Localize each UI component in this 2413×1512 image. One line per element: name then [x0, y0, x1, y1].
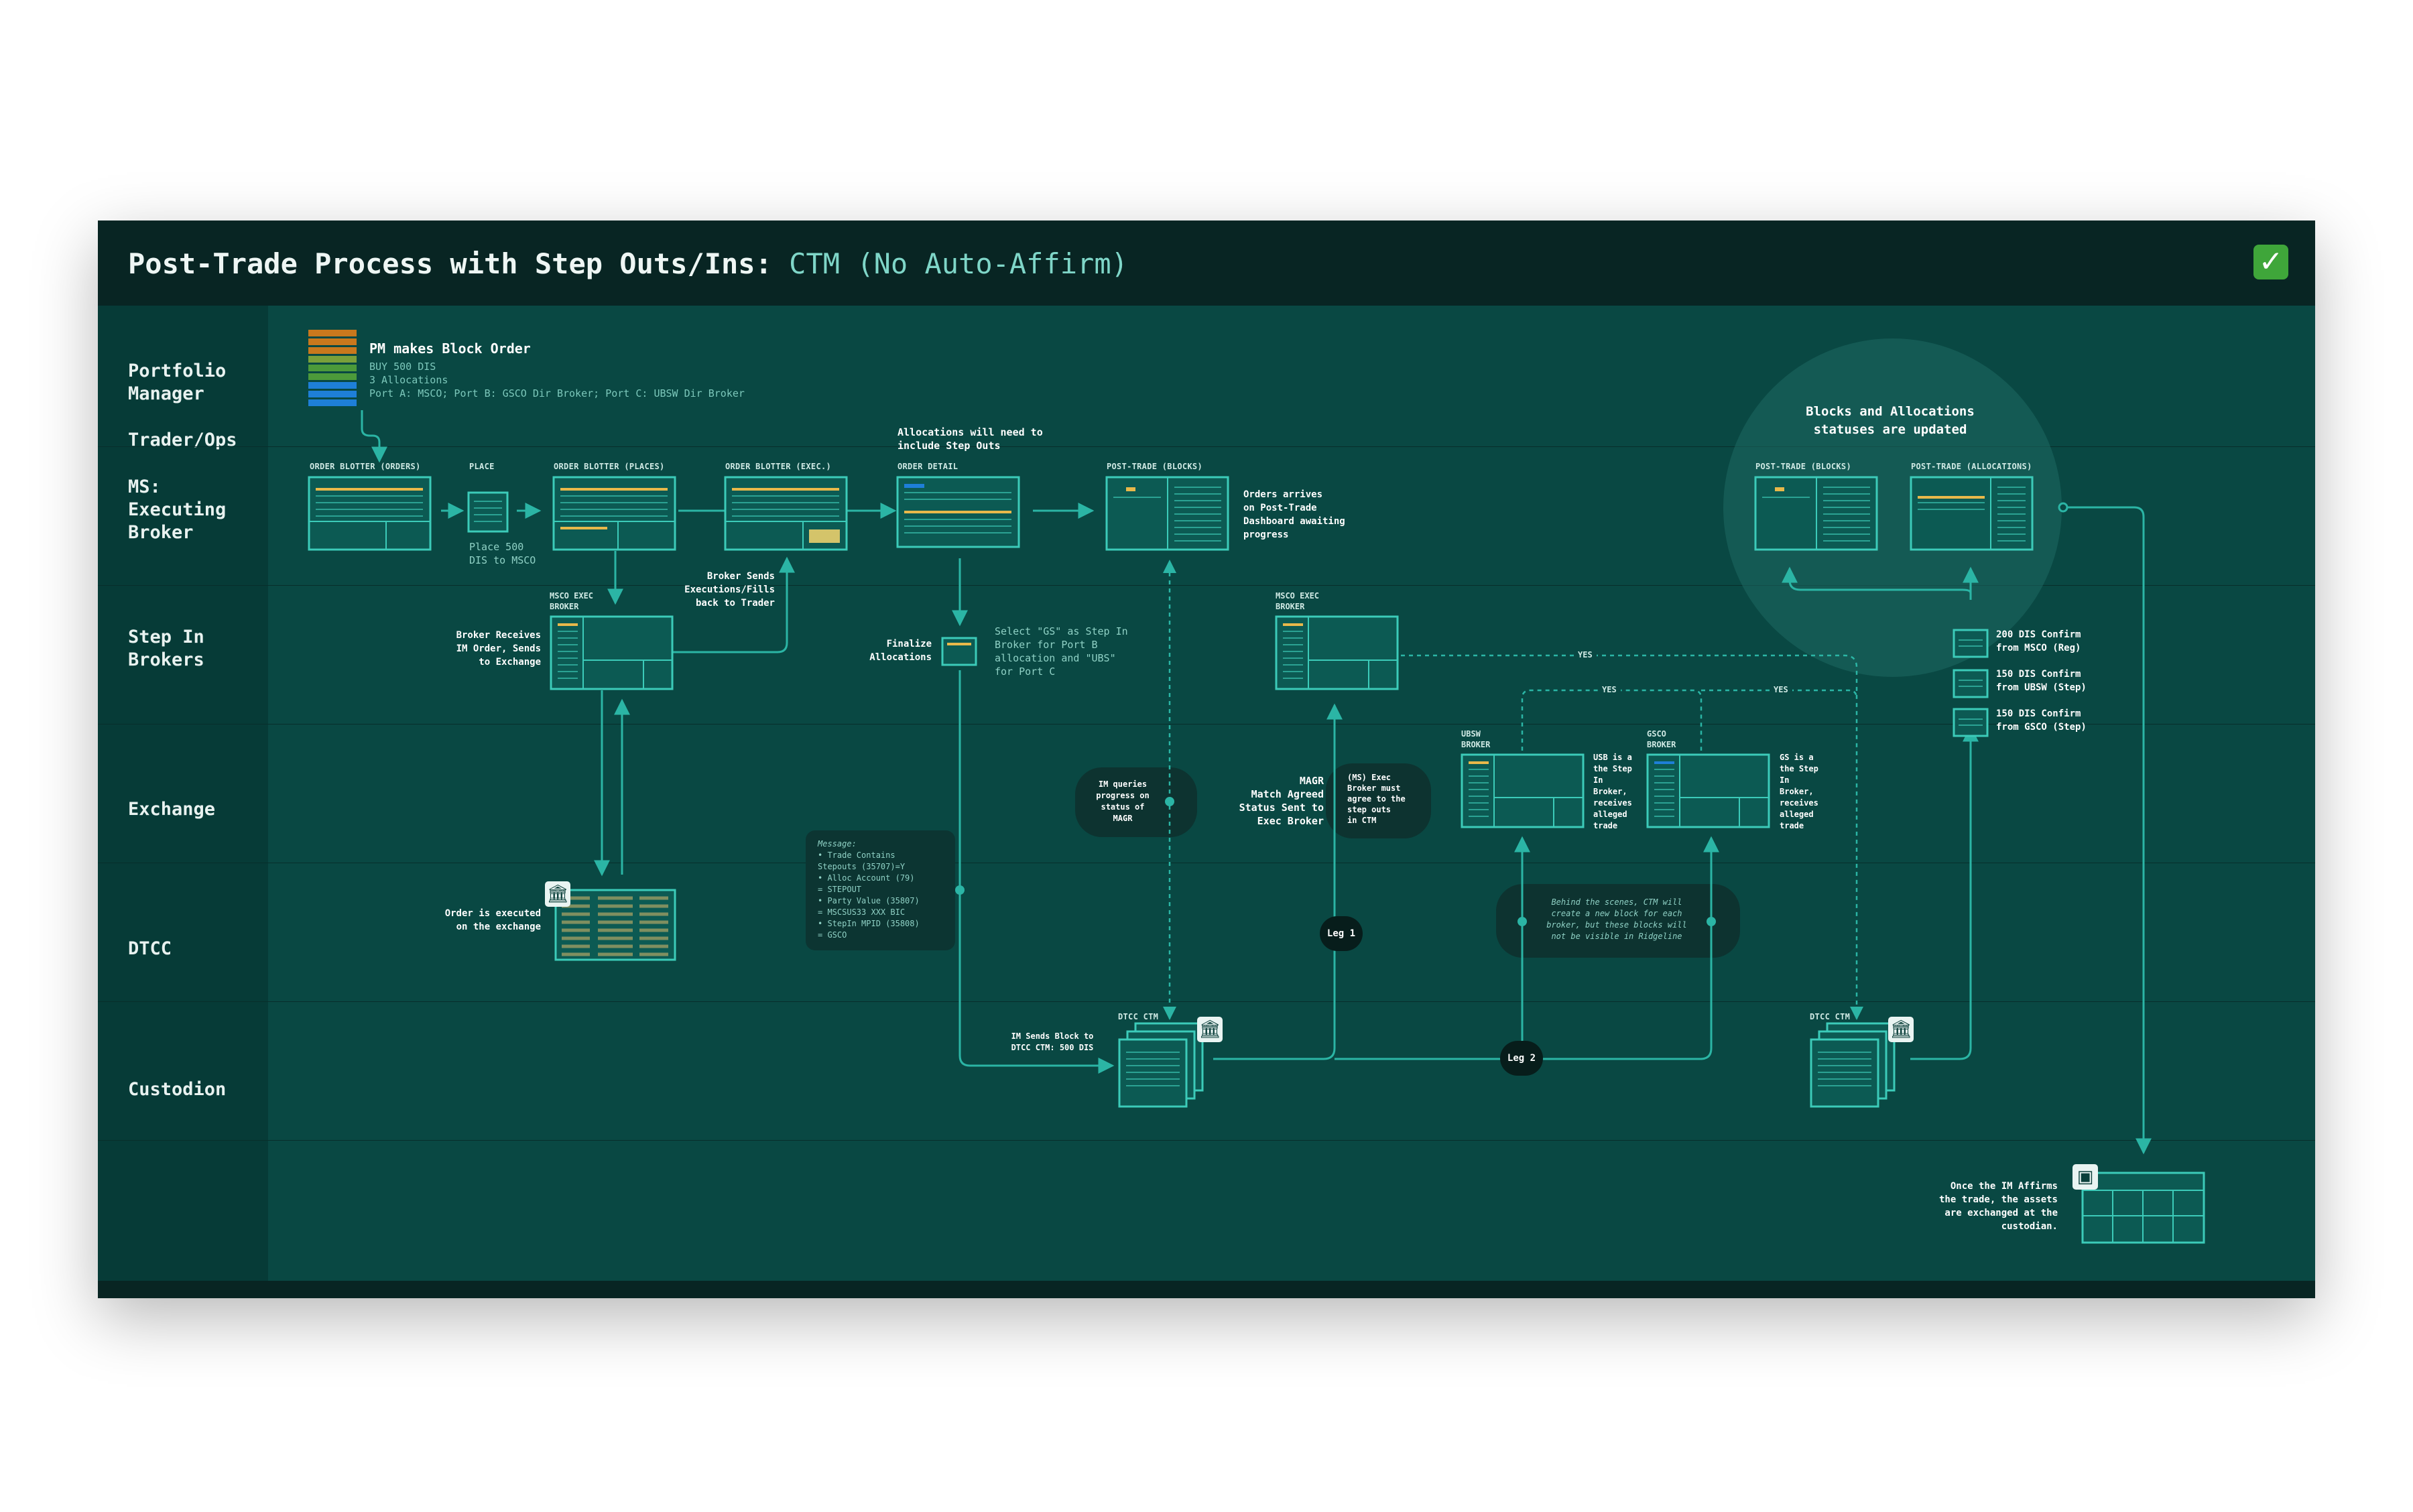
note-behind-scenes: Behind the scenes, CTM will create a new…: [1546, 897, 1687, 941]
label-order-detail: ORDER DETAIL: [898, 462, 958, 471]
label-gsco-broker: GSCO BROKER: [1647, 729, 1676, 749]
node-dot: [1518, 917, 1527, 926]
note-select-gs: Select "GS" as Step In Broker for Port B…: [995, 625, 1128, 678]
leg-2-badge: Leg 2: [1500, 1041, 1543, 1076]
note-allocations-need: Allocations will need to include Step Ou…: [898, 426, 1043, 452]
note-confirm-2: 150 DIS Confirm from UBSW (Step): [1996, 669, 2087, 693]
arrow-posttrade-to-custodian: [2067, 506, 2152, 1155]
screen-place: [467, 491, 509, 533]
node-dot: [1165, 797, 1174, 806]
lane-divider: [98, 585, 2315, 586]
im-queries-pill: [1075, 767, 1197, 837]
label-order-blotter-exec: ORDER BLOTTER (EXEC.): [725, 462, 832, 471]
note-confirm-1: 200 DIS Confirm from MSCO (Reg): [1996, 629, 2081, 653]
footer-bar: [98, 1281, 2315, 1298]
swimlane-labels: Portfolio Manager Trader/Ops MS: Executi…: [98, 306, 268, 1281]
note-orders-arrives: Orders arrives on Post-Trade Dashboard a…: [1243, 489, 1345, 540]
bank-icon: 🏛: [1197, 1017, 1223, 1042]
lane-executing-broker: MS: Executing Broker: [128, 477, 227, 543]
lane-divider: [98, 1140, 2315, 1141]
check-icon: ✓: [2253, 245, 2288, 279]
note-broker-receives: Broker Receives IM Order, Sends to Excha…: [456, 630, 541, 668]
label-order-blotter-orders: ORDER BLOTTER (ORDERS): [310, 462, 421, 471]
yes-label-3: YES: [1770, 685, 1792, 694]
note-gs-step: GS is a the Step In Broker, receives all…: [1780, 753, 1818, 830]
label-msco-exec-broker-2: MSCO EXEC BROKER: [1276, 591, 1320, 611]
confirm-doc-1: [1953, 629, 1989, 658]
page-title: Post-Trade Process with Step Outs/Ins: C…: [128, 247, 1128, 280]
label-post-trade-blocks: POST-TRADE (BLOCKS): [1107, 462, 1202, 471]
pm-order-stack: [308, 330, 357, 406]
node-dot: [2058, 502, 2068, 513]
arrow-pm-to-blotter: [361, 410, 387, 463]
label-ubsw-broker: UBSW BROKER: [1461, 729, 1491, 749]
lane-divider: [98, 1001, 2315, 1002]
arrow-dtcc-to-msco: [1213, 703, 1343, 1060]
label-order-blotter-places: ORDER BLOTTER (PLACES): [554, 462, 665, 471]
label-place: PLACE: [469, 462, 495, 471]
message-heading: Message:: [818, 839, 857, 848]
screen-gsco-broker: [1646, 753, 1770, 828]
leg-1-badge: Leg 1: [1320, 916, 1363, 951]
arrow-finalize-to-dtcc: [958, 670, 1115, 1074]
screen-ubsw-broker: [1461, 753, 1585, 828]
message-lines: • Trade Contains Stepouts (35707)=Y • Al…: [818, 850, 920, 940]
note-place-500: Place 500 DIS to MSCO: [469, 541, 536, 566]
pm-details: BUY 500 DIS 3 Allocations Port A: MSCO; …: [369, 361, 745, 399]
note-broker-sends: Broker Sends Executions/Fills back to Tr…: [684, 571, 775, 609]
screen-post-trade-allocations: [1910, 476, 2034, 551]
lane-exchange: Exchange: [128, 799, 216, 820]
note-magr: MAGR Match Agreed Status Sent to Exec Br…: [1239, 775, 1324, 827]
note-im-sends-block: IM Sends Block to DTCC CTM: 500 DIS: [1011, 1031, 1094, 1052]
dashed-yes-1: [1401, 654, 1863, 1020]
screen-msco-exec-broker-2: [1275, 615, 1399, 690]
title-main: Post-Trade Process with Step Outs/Ins:: [128, 247, 790, 280]
note-order-executed: Order is executed on the exchange: [444, 908, 541, 932]
node-dot: [1707, 917, 1716, 926]
arrow-confirm-to-blocks: [1782, 566, 1972, 600]
node-dot: [955, 885, 965, 895]
lane-divider: [98, 446, 2315, 447]
lane-dtcc: DTCC: [128, 938, 172, 959]
agree-pill: [1326, 763, 1431, 838]
bank-icon: 🏛: [1888, 1017, 1914, 1042]
lane-portfolio-manager: Portfolio Manager: [128, 361, 227, 404]
lane-custodion: Custodion: [128, 1079, 227, 1100]
yes-label-2: YES: [1598, 685, 1621, 694]
behind-scenes-pill: [1496, 884, 1740, 958]
arrow-broker-to-exec: [673, 556, 795, 653]
label-post-trade-allocations: POST-TRADE (ALLOCATIONS): [1911, 462, 2032, 471]
note-blocks-updated: Blocks and Allocations statuses are upda…: [1806, 404, 1975, 437]
message-box: [806, 830, 955, 950]
confirm-doc-2: [1953, 669, 1989, 698]
note-usb-step: USB is a the Step In Broker, receives al…: [1593, 753, 1632, 830]
note-finalize: Finalize Allocations: [869, 639, 932, 663]
note-ms-exec-agree: (MS) Exec Broker must agree to the step …: [1347, 773, 1406, 825]
label-dtcc-ctm-1: DTCC CTM: [1118, 1012, 1159, 1021]
screen-msco-exec-broker-1: [550, 615, 674, 690]
lane-step-in-brokers: Step In Brokers: [128, 627, 204, 670]
confirm-doc-3: [1953, 708, 1989, 737]
yes-label-1: YES: [1574, 650, 1597, 659]
safe-icon: ▣: [2072, 1164, 2098, 1190]
arrow-leg2-to-ubsw: [1335, 836, 1530, 1060]
header-bar: Post-Trade Process with Step Outs/Ins: C…: [98, 220, 2315, 306]
screen-finalize: [941, 637, 977, 666]
screen-exchange: [554, 889, 676, 961]
label-msco-exec-broker-1: MSCO EXEC BROKER: [550, 591, 594, 611]
pm-title: PM makes Block Order: [369, 340, 531, 357]
arrow-leg2-to-gsco: [1522, 836, 1719, 1060]
arrow-dtcc2-to-confirms: [1910, 725, 1979, 1060]
note-custodian: Once the IM Affirms the trade, the asset…: [1938, 1181, 2058, 1232]
bank-icon: 🏛: [545, 881, 570, 907]
title-accent: CTM (No Auto-Affirm): [789, 247, 1128, 280]
note-im-queries: IM queries progress on status of MAGR: [1096, 779, 1150, 823]
label-dtcc-ctm-2: DTCC CTM: [1810, 1012, 1851, 1021]
label-post-trade-blocks-2: POST-TRADE (BLOCKS): [1755, 462, 1851, 471]
dashed-yes-3: [1701, 689, 1858, 699]
note-confirm-3: 150 DIS Confirm from GSCO (Step): [1996, 708, 2087, 733]
